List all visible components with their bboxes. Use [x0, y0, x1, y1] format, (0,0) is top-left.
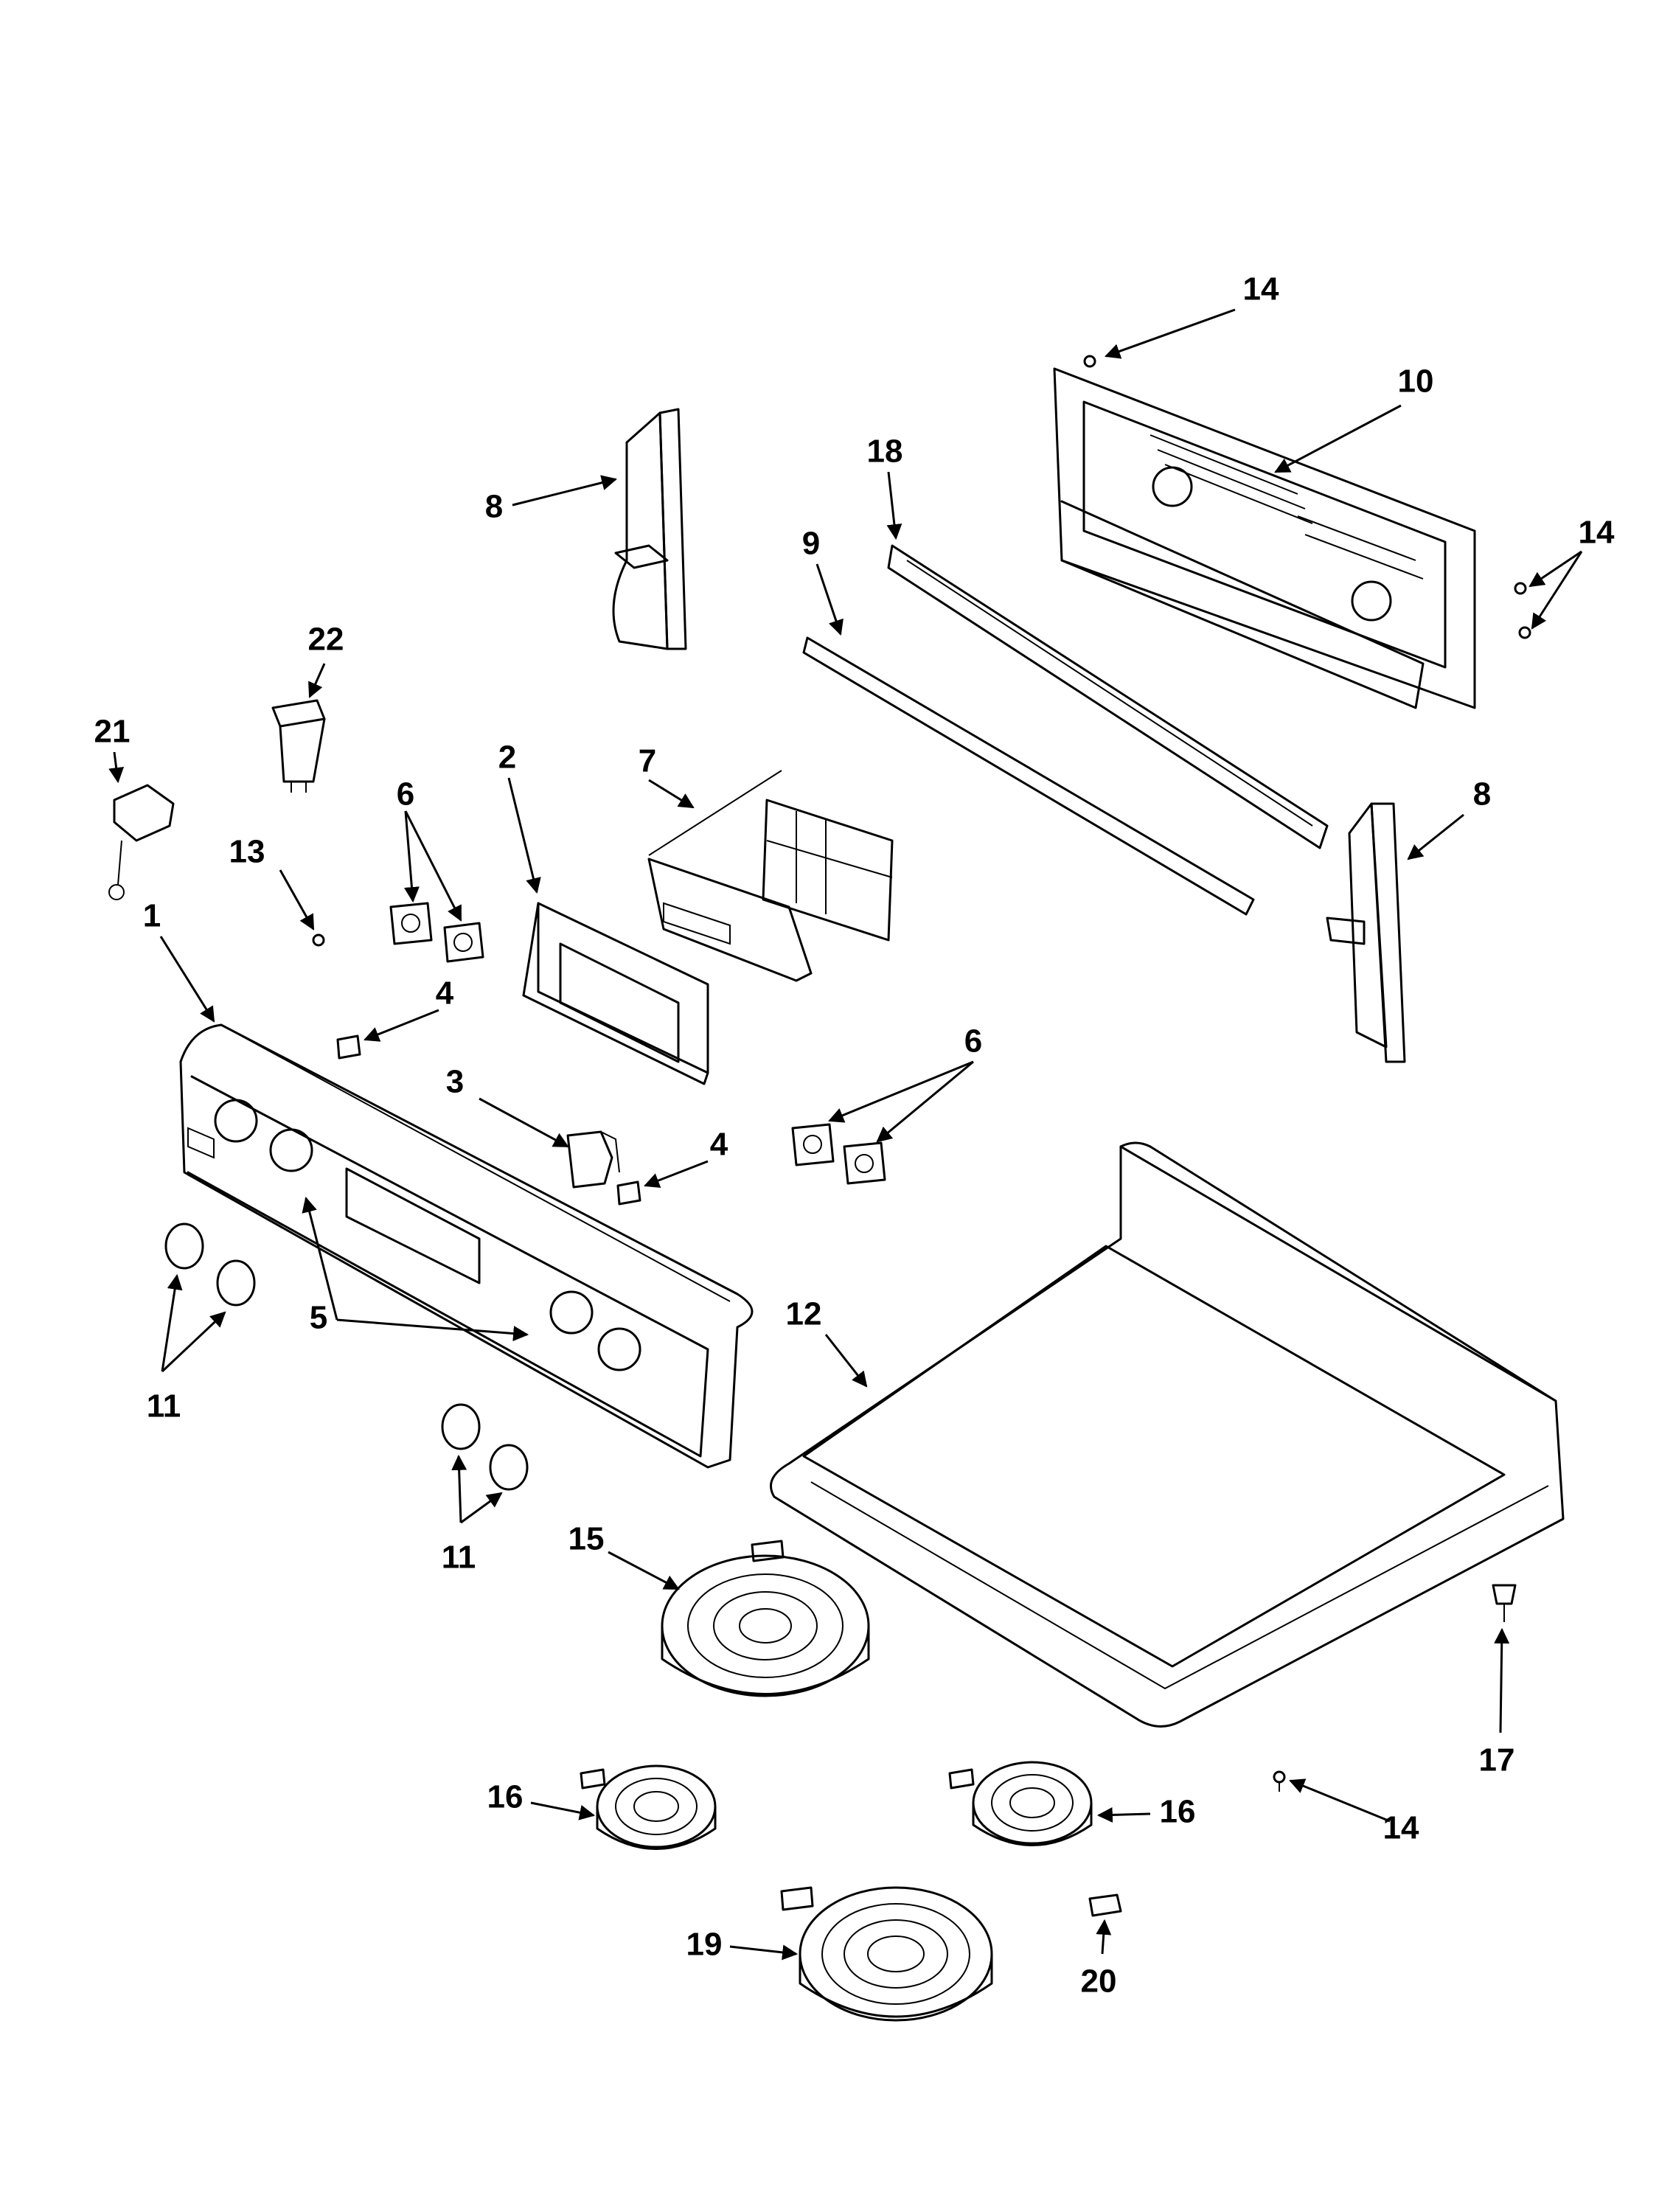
- part-11-knob-a: [164, 1222, 204, 1270]
- part-6-switch-lower-b: [843, 1141, 886, 1185]
- part-15-surface-element-large: [661, 1540, 870, 1697]
- callout-12: 12: [786, 1296, 822, 1332]
- part-18-trim-strip: [887, 544, 1329, 849]
- part-17-fastener: [1492, 1584, 1517, 1622]
- part-9-trim-strip: [802, 636, 1255, 916]
- callout-4-lower: 4: [710, 1127, 728, 1163]
- callout-14-top: 14: [1243, 271, 1279, 307]
- callout-6-lower: 6: [964, 1023, 982, 1060]
- part-14-screw-bottom: [1273, 1770, 1286, 1792]
- part-4-switch-a: [336, 1034, 361, 1060]
- callout-3: 3: [446, 1064, 464, 1100]
- callout-18: 18: [867, 434, 903, 470]
- part-8-side-bracket-left: [612, 408, 687, 650]
- part-11-knob-d: [489, 1444, 529, 1491]
- part-12-cooktop: [770, 1141, 1565, 1728]
- callout-11-center: 11: [442, 1540, 476, 1576]
- callout-7: 7: [639, 743, 656, 779]
- callout-labels: 14 10 14 18 9 8 8 22 21 13 2 7 6 6 4 4 3…: [94, 271, 1615, 2000]
- callout-5: 5: [310, 1300, 327, 1336]
- callout-2: 2: [498, 740, 516, 776]
- part-6-switch-upper-a: [389, 902, 433, 945]
- part-11-knob-c: [441, 1403, 481, 1450]
- callout-20: 20: [1081, 1964, 1117, 2000]
- callout-14-bottom: 14: [1383, 1810, 1419, 1846]
- callout-6-upper: 6: [397, 776, 414, 813]
- part-7-control-board: [647, 770, 894, 982]
- part-21-terminal-block: [108, 784, 175, 900]
- callout-22: 22: [308, 622, 344, 658]
- callout-16-left: 16: [487, 1779, 524, 1815]
- callout-17: 17: [1479, 1742, 1515, 1778]
- part-22-indicator-light: [271, 699, 326, 793]
- part-13-screw: [312, 933, 325, 947]
- part-6-switch-upper-b: [443, 922, 484, 963]
- part-14-screw-right-a: [1514, 582, 1527, 595]
- callout-13: 13: [229, 834, 265, 870]
- callout-9: 9: [802, 526, 820, 562]
- part-10-rear-panel: [1053, 367, 1476, 709]
- callout-14-right: 14: [1579, 515, 1615, 551]
- part-3-relay: [566, 1130, 620, 1189]
- callout-11-left: 11: [147, 1388, 181, 1425]
- callout-8-left: 8: [485, 489, 503, 525]
- part-1-control-panel: [179, 1023, 754, 1469]
- part-20-clip: [1088, 1893, 1122, 1917]
- callout-15: 15: [568, 1521, 605, 1557]
- callout-19: 19: [686, 1927, 723, 1963]
- callout-8-right: 8: [1473, 776, 1491, 813]
- part-4-switch-b: [616, 1180, 641, 1206]
- part-16-surface-element-right: [948, 1761, 1093, 1846]
- callout-21: 21: [94, 714, 131, 750]
- leader-lines: [108, 308, 1583, 1961]
- part-2-display-frame: [522, 902, 709, 1085]
- part-11-knob-b: [216, 1259, 256, 1307]
- callout-4-upper: 4: [436, 975, 454, 1012]
- part-8-side-bracket-right: [1326, 802, 1406, 1063]
- callout-1: 1: [143, 898, 161, 934]
- part-19-coil-element: [780, 1886, 993, 2022]
- part-6-switch-lower-a: [791, 1123, 835, 1166]
- part-16-surface-element-left: [580, 1764, 717, 1850]
- part-14-screw-right-b: [1518, 626, 1531, 639]
- callout-16-right: 16: [1160, 1794, 1196, 1830]
- callout-10: 10: [1398, 364, 1434, 400]
- part-14-screw-top: [1083, 355, 1096, 368]
